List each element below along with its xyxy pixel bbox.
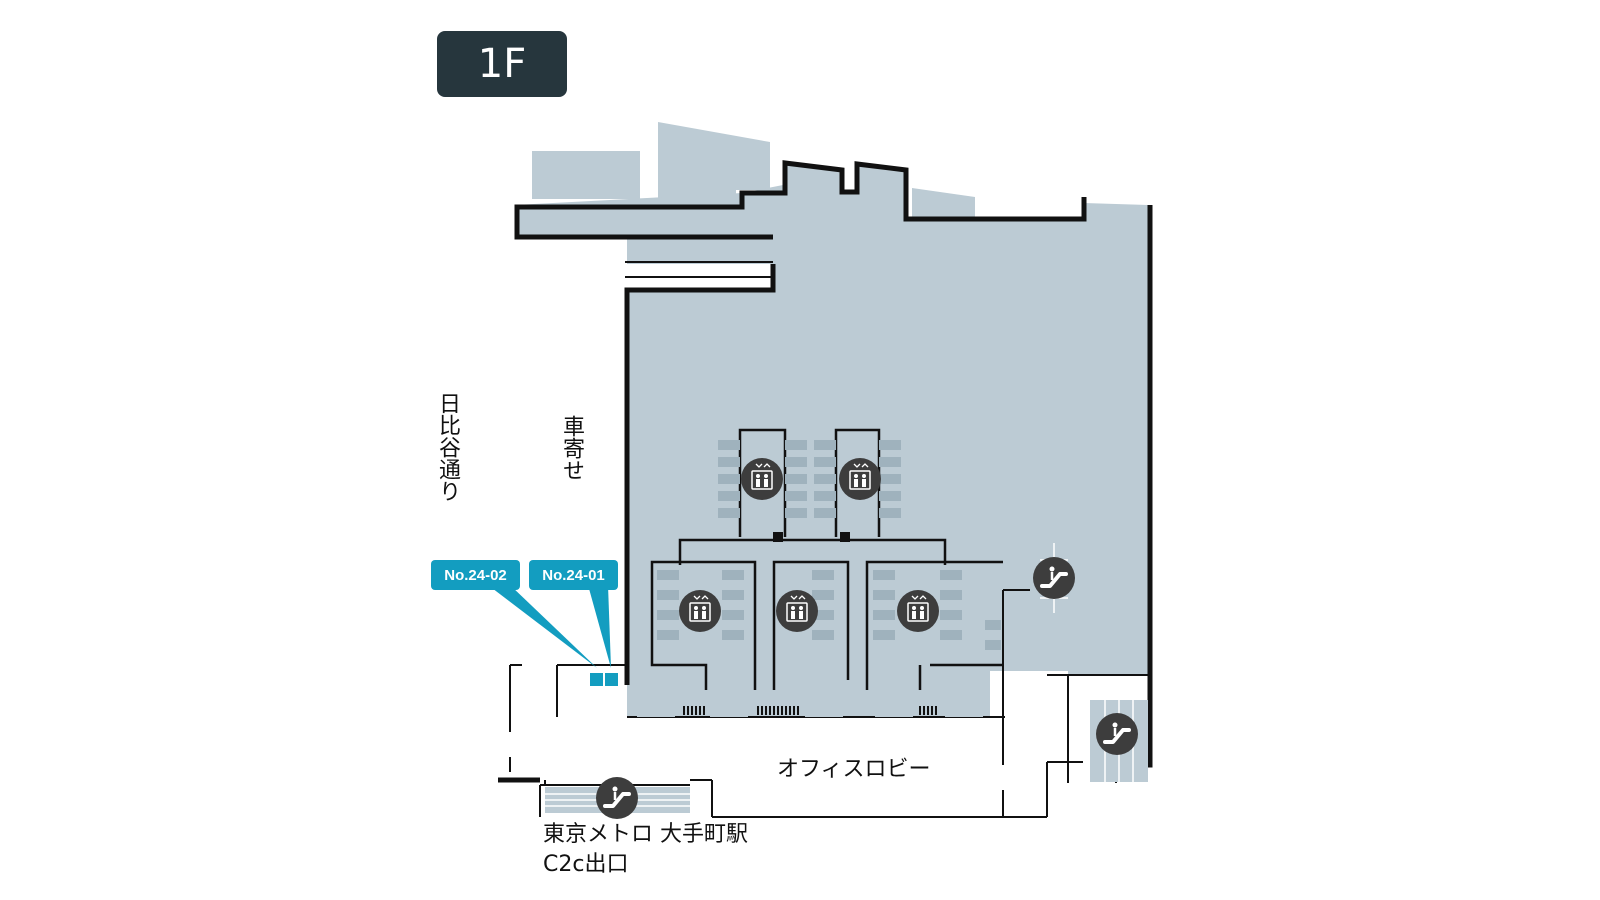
- station-name: 東京メトロ 大手町駅: [543, 822, 748, 847]
- elevator-shelves: [657, 440, 1001, 650]
- escalator-icon: [1096, 713, 1138, 755]
- street-label: 日比谷通り: [435, 392, 460, 502]
- escalator-icon: [1033, 557, 1075, 599]
- lobby-pillars: [637, 690, 983, 717]
- security-gates: [683, 706, 937, 715]
- locker-no-24-02: [590, 673, 603, 686]
- locker-markers: [590, 673, 618, 686]
- marker-pointers: [488, 585, 611, 668]
- adjacent-buildings: [532, 122, 975, 217]
- lobby-area: [627, 717, 1047, 817]
- elevator-icon: [839, 458, 881, 500]
- lobby-label: オフィスロビー: [777, 757, 931, 782]
- station-exit-label: 東京メトロ 大手町駅 C2c出口: [543, 820, 748, 879]
- escalator-icon: [596, 777, 638, 819]
- floor-label: 1F: [437, 31, 567, 97]
- elevator-icon: [741, 458, 783, 500]
- structural-blocks: [773, 532, 850, 542]
- drop-off-label: 車寄せ: [559, 415, 584, 481]
- elevator-icon: [897, 590, 939, 632]
- locker-marker-24-01[interactable]: No.24-01: [529, 560, 618, 590]
- exit-name: C2c出口: [543, 851, 629, 877]
- locker-marker-24-02[interactable]: No.24-02: [431, 560, 520, 590]
- elevator-icon: [776, 590, 818, 632]
- locker-no-24-01: [605, 673, 618, 686]
- elevator-icon: [679, 590, 721, 632]
